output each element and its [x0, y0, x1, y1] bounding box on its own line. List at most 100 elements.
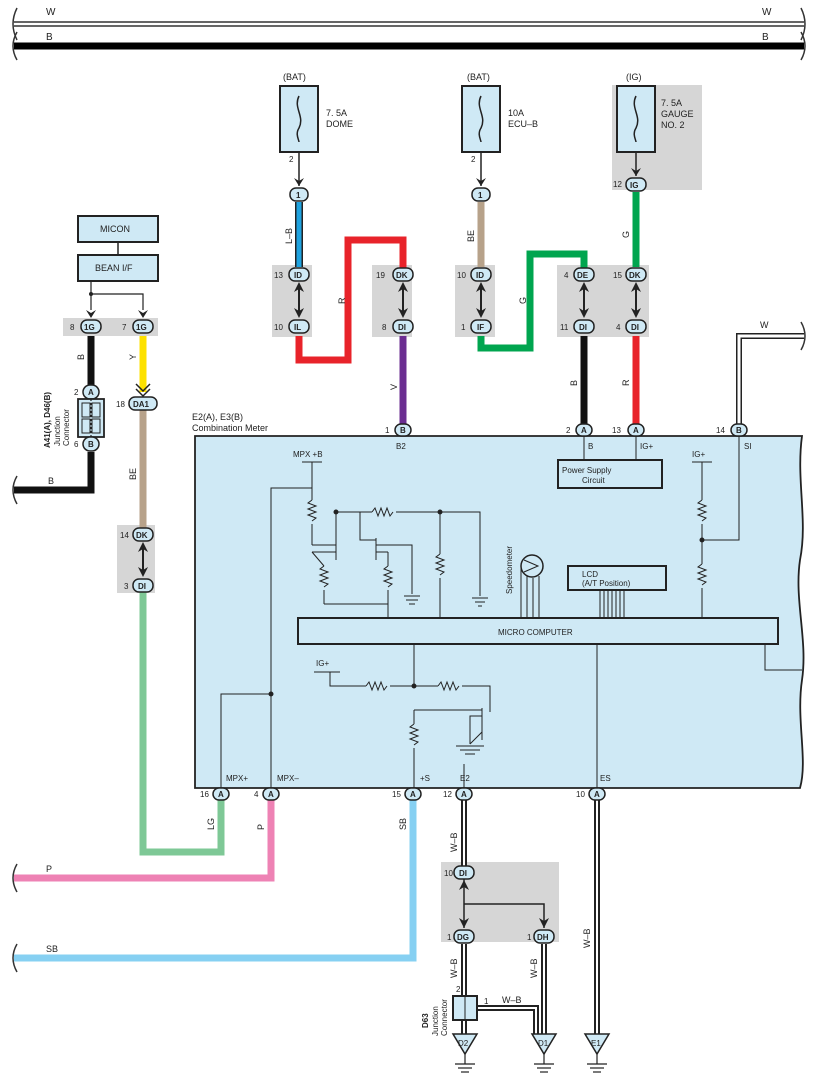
- lcd-label: LCD: [582, 570, 598, 579]
- svg-text:2: 2: [566, 426, 571, 435]
- svg-text:Y: Y: [128, 354, 138, 360]
- svg-text:BE: BE: [128, 468, 138, 480]
- bus-lines: W W B B: [12, 7, 806, 61]
- svg-text:B2: B2: [396, 442, 406, 451]
- speedometer-label: Speedometer: [505, 546, 514, 594]
- svg-text:10: 10: [274, 323, 283, 332]
- svg-text:D1: D1: [538, 1039, 549, 1048]
- svg-text:R: R: [337, 297, 347, 304]
- svg-text:7. 5A: 7. 5A: [661, 98, 682, 108]
- svg-text:13: 13: [274, 271, 283, 280]
- power-supply-label: Power Supply: [562, 466, 611, 475]
- svg-text:IG+: IG+: [692, 450, 705, 459]
- svg-text:B: B: [400, 426, 406, 435]
- svg-text:(A/T Position): (A/T Position): [582, 579, 631, 588]
- svg-text:P: P: [46, 864, 52, 874]
- svg-text:7: 7: [122, 323, 127, 332]
- svg-text:DE: DE: [577, 271, 589, 280]
- svg-text:2: 2: [289, 155, 294, 164]
- svg-text:DG: DG: [457, 933, 469, 942]
- svg-text:4: 4: [564, 271, 569, 280]
- fuse-gauge-source: (IG): [626, 72, 642, 82]
- svg-text:DI: DI: [631, 323, 639, 332]
- svg-text:16: 16: [200, 790, 209, 799]
- svg-text:ID: ID: [476, 271, 484, 280]
- ground-d1: D1: [530, 1033, 558, 1073]
- svg-text:1: 1: [478, 191, 483, 200]
- svg-text:IG+: IG+: [640, 442, 653, 451]
- svg-text:D2: D2: [458, 1039, 469, 1048]
- meter-labels: Power Supply Circuit LCD (A/T Position) …: [293, 450, 705, 668]
- svg-text:B: B: [736, 426, 742, 435]
- ground-e1: E1: [583, 1033, 611, 1073]
- fuse-ecub-source: (BAT): [467, 72, 490, 82]
- svg-text:W: W: [760, 320, 769, 330]
- svg-text:DI: DI: [459, 869, 467, 878]
- svg-text:D63: D63: [421, 1013, 430, 1028]
- ground-d2: D2: [451, 1033, 479, 1073]
- fuse-dome-source: (BAT): [283, 72, 306, 82]
- connector-arrows: [86, 168, 641, 928]
- svg-text:GAUGE: GAUGE: [661, 109, 694, 119]
- terminal-ecub-1: 1: [471, 187, 491, 202]
- svg-text:10: 10: [576, 790, 585, 799]
- svg-text:DK: DK: [396, 271, 408, 280]
- svg-text:1G: 1G: [84, 323, 95, 332]
- terminal-dome-1: 1: [289, 187, 309, 202]
- svg-text:A: A: [410, 790, 416, 799]
- svg-text:ID: ID: [294, 271, 302, 280]
- svg-text:DI: DI: [138, 582, 146, 591]
- svg-text:13: 13: [612, 426, 621, 435]
- svg-text:R: R: [621, 379, 631, 386]
- terminal-gauge-ig: IG: [625, 177, 647, 192]
- svg-text:G: G: [621, 231, 631, 238]
- svg-text:A41(A), D46(B): A41(A), D46(B): [43, 392, 52, 448]
- svg-text:2: 2: [471, 155, 476, 164]
- svg-text:IG+: IG+: [316, 659, 329, 668]
- svg-text:7. 5A: 7. 5A: [326, 108, 347, 118]
- svg-text:1G: 1G: [136, 323, 147, 332]
- svg-text:MICON: MICON: [100, 224, 130, 234]
- fuse-gauge: (IG) 7. 5A GAUGE NO. 2 12: [613, 72, 694, 189]
- svg-text:E1: E1: [591, 1039, 601, 1048]
- svg-text:15: 15: [613, 271, 622, 280]
- svg-text:1: 1: [461, 323, 466, 332]
- meter-top-pins: B 1 B2 A 2 B A 13 IG+ B 14 SI: [385, 423, 752, 451]
- svg-text:1: 1: [296, 191, 301, 200]
- svg-text:11: 11: [560, 323, 569, 332]
- svg-text:3: 3: [124, 582, 129, 591]
- svg-text:G: G: [518, 297, 528, 304]
- svg-text:A: A: [268, 790, 274, 799]
- svg-text:DI: DI: [579, 323, 587, 332]
- svg-text:ES: ES: [600, 774, 611, 783]
- svg-text:15: 15: [392, 790, 401, 799]
- svg-text:DK: DK: [136, 531, 148, 540]
- svg-text:1: 1: [527, 933, 532, 942]
- combination-meter: E2(A), E3(B) Combination Meter: [192, 412, 805, 789]
- svg-text:8: 8: [382, 323, 387, 332]
- svg-text:V: V: [389, 384, 399, 390]
- svg-text:W–B: W–B: [582, 928, 592, 948]
- bus-b-right: B: [762, 32, 769, 43]
- svg-text:Connector: Connector: [440, 999, 449, 1036]
- svg-text:MPX–: MPX–: [277, 774, 299, 783]
- fuse-dome: (BAT) 7. 5A DOME 2: [279, 72, 353, 186]
- svg-text:SB: SB: [46, 944, 58, 954]
- svg-text:Junction: Junction: [431, 1006, 440, 1036]
- meter-name: Combination Meter: [192, 423, 268, 433]
- svg-text:A: A: [581, 426, 587, 435]
- svg-text:LG: LG: [206, 818, 216, 830]
- svg-text:BEAN I/F: BEAN I/F: [95, 263, 133, 273]
- svg-text:Connector: Connector: [62, 409, 71, 446]
- svg-text:SI: SI: [744, 442, 752, 451]
- svg-text:12: 12: [443, 790, 452, 799]
- svg-text:A: A: [633, 426, 639, 435]
- svg-text:10: 10: [457, 271, 466, 280]
- svg-text:SB: SB: [398, 818, 408, 830]
- svg-text:B: B: [48, 476, 54, 486]
- svg-text:12: 12: [613, 180, 622, 189]
- svg-text:BE: BE: [466, 230, 476, 242]
- svg-text:1: 1: [447, 933, 452, 942]
- svg-text:ECU–B: ECU–B: [508, 119, 538, 129]
